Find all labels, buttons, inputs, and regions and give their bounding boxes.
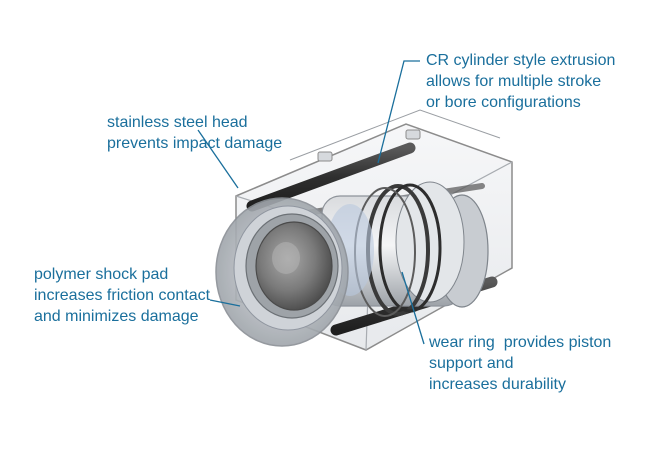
callout-line: and minimizes damage bbox=[34, 308, 199, 325]
leader-lines bbox=[197, 60, 425, 345]
callout-line: increases friction contact bbox=[34, 287, 211, 304]
callout-line: wear ring provides piston bbox=[429, 334, 612, 351]
leader-wear-ring bbox=[401, 271, 425, 345]
callout-shock-pad: polymer shock pad increases friction con… bbox=[34, 264, 210, 327]
callout-line: increases durability bbox=[429, 376, 566, 393]
front-end-cap bbox=[215, 197, 349, 347]
callout-wear-ring: wear ring provides piston support and in… bbox=[429, 332, 611, 395]
leader-shock-pad bbox=[209, 299, 241, 307]
stainless-steel-head bbox=[255, 221, 333, 311]
leader-steel-head bbox=[197, 129, 239, 189]
callout-line: polymer shock pad bbox=[34, 266, 169, 283]
callout-line: CR cylinder style extrusion bbox=[426, 52, 616, 69]
callout-cr-extrusion: CR cylinder style extrusion allows for m… bbox=[426, 50, 615, 113]
callout-line: or bore configurations bbox=[426, 94, 581, 111]
callout-line: allows for multiple stroke bbox=[426, 73, 602, 90]
callout-line: stainless steel head bbox=[107, 114, 248, 131]
piston-assembly bbox=[321, 181, 489, 317]
callout-line: support and bbox=[429, 355, 514, 372]
callout-line: prevents impact damage bbox=[107, 135, 283, 152]
leader-cr-extrusion bbox=[377, 60, 420, 164]
callout-steel-head: stainless steel head prevents impact dam… bbox=[107, 112, 282, 154]
